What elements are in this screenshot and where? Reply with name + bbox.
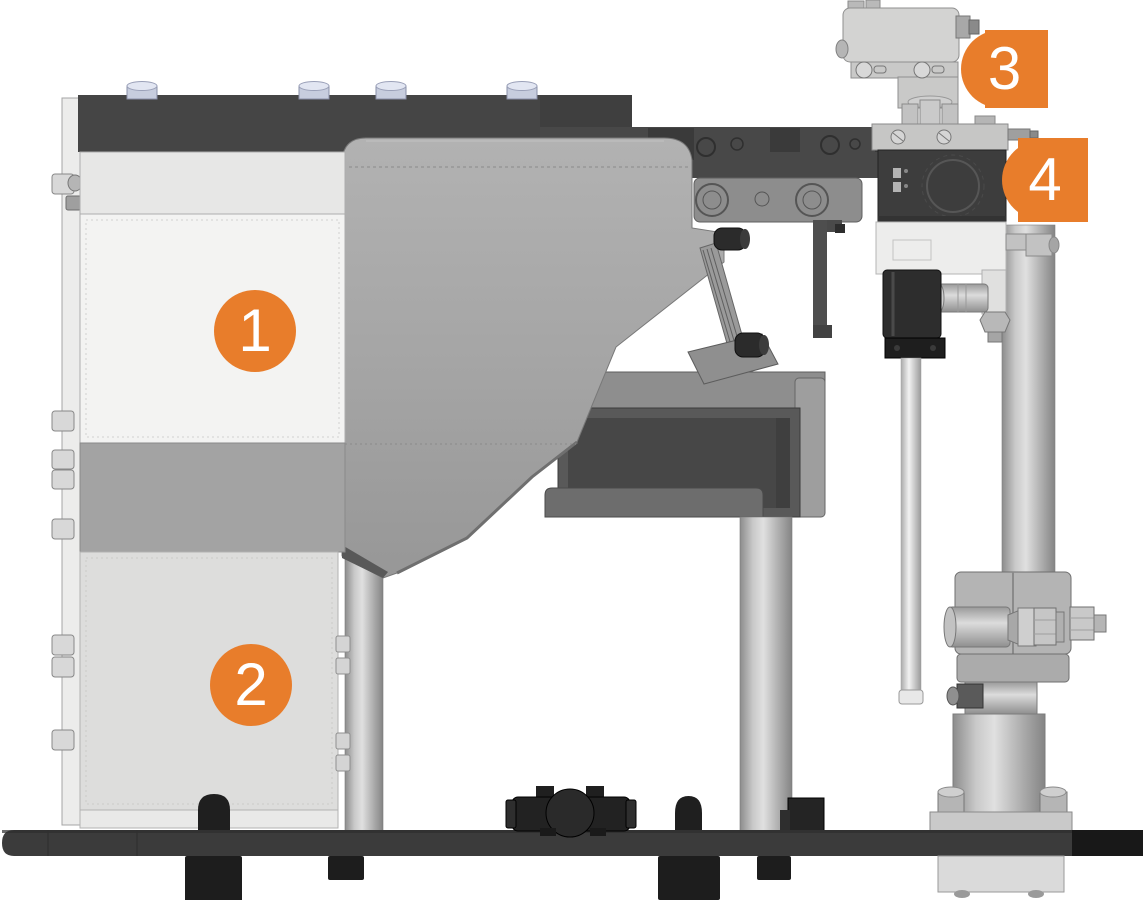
pneumatic-fitting xyxy=(505,786,637,838)
callout-1: 1 xyxy=(214,290,296,372)
strut-assembly xyxy=(687,227,779,385)
column-fitting xyxy=(1025,233,1053,257)
callout-3-label: 3 xyxy=(987,35,1022,102)
feet xyxy=(185,855,1065,900)
callout-4-label: 4 xyxy=(1028,146,1062,213)
dosing-rod xyxy=(898,357,924,705)
column-fitting-tip xyxy=(1048,236,1060,254)
callout-1-label: 1 xyxy=(238,297,272,364)
callout-2: 2 xyxy=(210,644,292,726)
silver-fittings xyxy=(933,283,1011,343)
valve-box xyxy=(877,149,1007,223)
dome-knobs xyxy=(198,794,825,833)
callout-2-label: 2 xyxy=(234,651,268,718)
column-clamp xyxy=(943,571,1107,715)
column-base xyxy=(929,713,1073,833)
arm-bracket xyxy=(693,177,863,223)
sensor-device xyxy=(835,0,1039,151)
support-legs xyxy=(344,516,793,833)
callout-4: 4 xyxy=(1002,138,1088,222)
callout-4-block xyxy=(1018,138,1088,222)
white-block xyxy=(875,221,1029,315)
front-panels xyxy=(79,151,351,829)
hopper xyxy=(341,137,725,579)
top-bolt-caps xyxy=(126,81,538,100)
center-box xyxy=(544,371,826,518)
dosing-head-column xyxy=(835,0,1107,833)
hanger-bar xyxy=(813,220,845,338)
motor-cylinder xyxy=(882,269,946,359)
callout-3: 3 xyxy=(961,30,1048,108)
callout-3-block xyxy=(985,30,1048,108)
left-flange xyxy=(51,97,81,826)
